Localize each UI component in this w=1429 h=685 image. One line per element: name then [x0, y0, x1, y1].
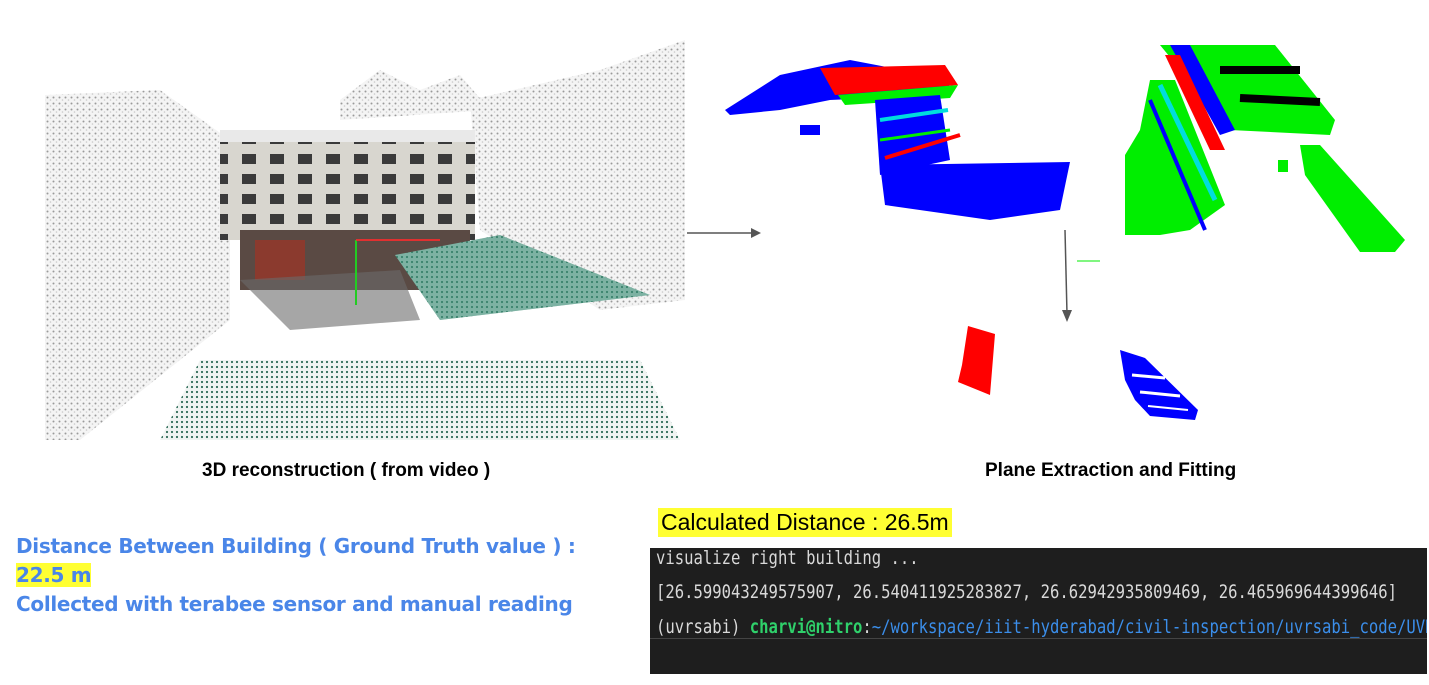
terminal-prompt: (uvrsabi) charvi@nitro:~/workspace/iiit-… [656, 616, 1427, 638]
ground-truth-source: Collected with terabee sensor and manual… [16, 592, 573, 616]
calculated-distance-label: Calculated Distance : 26.5m [658, 508, 952, 537]
terminal-prompt-path: ~/workspace/iiit-hyderabad/civil-inspect… [871, 616, 1427, 638]
reconstruction-caption: 3D reconstruction ( from video ) [202, 460, 491, 481]
terminal-line-distances: [26.599043249575907, 26.540411925283827,… [656, 581, 1398, 603]
terminal-output: visualize right building ... [26.5990432… [650, 548, 1427, 674]
arrow-right-icon [687, 228, 761, 238]
terminal-prompt-user: charvi@nitro [749, 616, 863, 638]
ground-truth-label: Distance Between Building ( Ground Truth… [16, 534, 576, 558]
point-cloud-reconstruction-image [45, 40, 685, 440]
arrow-down-icon [1062, 229, 1072, 322]
ground-truth-text: Distance Between Building ( Ground Truth… [16, 532, 576, 619]
fitted-planes-image [958, 326, 1198, 420]
terminal-prompt-env: (uvrsabi) [656, 616, 750, 638]
terminal-line-visualize: visualize right building ... [656, 548, 919, 569]
terminal-prompt-colon: : [862, 616, 872, 638]
ground-truth-value: 22.5 m [16, 563, 92, 587]
terminal-divider [650, 638, 1427, 639]
plane-extraction-image [725, 45, 1405, 262]
plane-extraction-caption: Plane Extraction and Fitting [985, 460, 1237, 481]
